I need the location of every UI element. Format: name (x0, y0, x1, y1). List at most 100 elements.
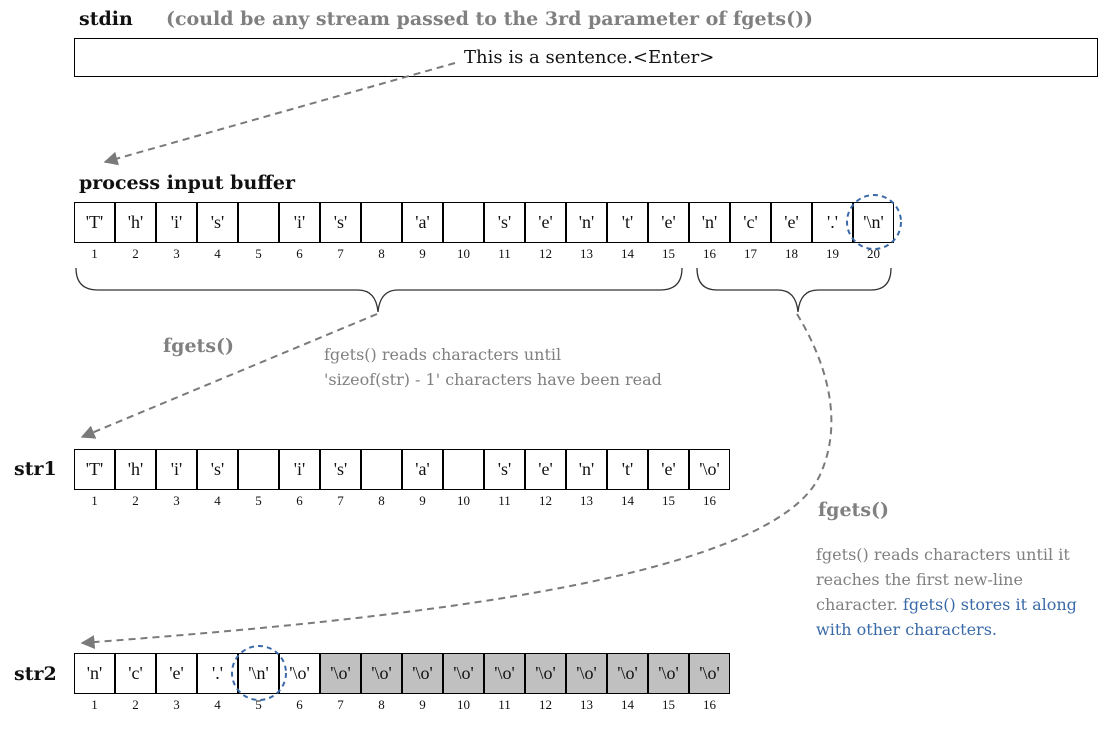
str2-cell: 'e' (156, 653, 197, 694)
buffer-cell: 's' (484, 202, 525, 243)
buffer-index-label: 18 (785, 246, 798, 261)
buffer-index-label: 14 (621, 246, 634, 261)
str2-index-label: 14 (621, 697, 634, 712)
str2-index-label: 10 (457, 697, 470, 712)
str1-index-label: 14 (621, 493, 634, 508)
str2-index-label: 7 (337, 697, 344, 712)
str2-cell: '\o' (525, 653, 566, 694)
str1-cell (443, 449, 484, 490)
buffer-cell: 's' (197, 202, 238, 243)
str1-cell: 'T' (74, 449, 115, 490)
str1-cell: 't' (607, 449, 648, 490)
str2-cell: '\o' (279, 653, 320, 694)
step1-description: fgets() reads characters until 'sizeof(s… (324, 342, 662, 392)
str1-index-label: 3 (173, 493, 180, 508)
buffer-index-label: 13 (580, 246, 593, 261)
arrow-buffer-to-str1 (80, 313, 378, 439)
buffer-cell: 'n' (566, 202, 607, 243)
str2-index-label: 9 (419, 697, 426, 712)
str1-cell: 'e' (525, 449, 566, 490)
str2-index-label: 12 (539, 697, 552, 712)
newline-highlight-buffer (846, 194, 902, 250)
step2-desc-line1: fgets() reads characters until it (816, 545, 1070, 564)
str2-label: str2 (14, 663, 57, 685)
str1-cell: 'i' (279, 449, 320, 490)
stdin-content: This is a sentence.<Enter> (464, 47, 715, 68)
buffer-cell: 'T' (74, 202, 115, 243)
brace-first-15 (75, 267, 683, 313)
buffer-cell: 's' (320, 202, 361, 243)
str1-index-label: 13 (580, 493, 593, 508)
str2-cell: '\o' (402, 653, 443, 694)
str1-index-label: 6 (296, 493, 303, 508)
step2-title: fgets() (818, 499, 889, 521)
buffer-cell: 'e' (771, 202, 812, 243)
step2-desc-line2: reaches the first new-line (816, 570, 1023, 589)
buffer-index-label: 7 (337, 246, 344, 261)
buffer-cell: 'c' (730, 202, 771, 243)
buffer-index-label: 11 (498, 246, 511, 261)
str1-index-label: 16 (703, 493, 716, 508)
str2-index-label: 16 (703, 697, 716, 712)
str1-cell: '\o' (689, 449, 730, 490)
buffer-cell: 'n' (689, 202, 730, 243)
str2-cell: '\n' (238, 653, 279, 694)
buffer-cell (361, 202, 402, 243)
str2-cell: 'c' (115, 653, 156, 694)
str2-index-label: 11 (498, 697, 511, 712)
str2-cell: '.' (197, 653, 238, 694)
buffer-cell: 'a' (402, 202, 443, 243)
str1-index-label: 10 (457, 493, 470, 508)
buffer-cell: 'e' (525, 202, 566, 243)
buffer-index-label: 16 (703, 246, 716, 261)
str1-index-label: 2 (132, 493, 139, 508)
str2-index-label: 8 (378, 697, 385, 712)
buffer-index-label: 5 (255, 246, 262, 261)
str1-index-label: 8 (378, 493, 385, 508)
buffer-index-label: 9 (419, 246, 426, 261)
step2-desc-line3-gray: character. (816, 595, 903, 614)
buffer-cell (238, 202, 279, 243)
str1-index-label: 5 (255, 493, 262, 508)
str2-cell: '\o' (648, 653, 689, 694)
buffer-cell: '\n' (853, 202, 894, 243)
str2-cell: '\o' (689, 653, 730, 694)
str1-index-label: 4 (214, 493, 221, 508)
stdin-stream-box (74, 38, 1098, 77)
buffer-index-label: 2 (132, 246, 139, 261)
buffer-index-label: 8 (378, 246, 385, 261)
str1-cell: 'i' (156, 449, 197, 490)
buffer-index-label: 12 (539, 246, 552, 261)
step2-desc-line3-blue: fgets() stores it along (902, 595, 1077, 614)
str2-index-label: 3 (173, 697, 180, 712)
str1-cell: 'h' (115, 449, 156, 490)
str2-index-label: 2 (132, 697, 139, 712)
buffer-index-label: 6 (296, 246, 303, 261)
newline-highlight-str2 (231, 645, 287, 701)
buffer-cell: 'i' (156, 202, 197, 243)
str2-cell: '\o' (607, 653, 648, 694)
buffer-cell: 'i' (279, 202, 320, 243)
str2-cell: '\o' (361, 653, 402, 694)
buffer-label: process input buffer (79, 172, 295, 194)
str2-index-label: 1 (91, 697, 98, 712)
buffer-index-label: 4 (214, 246, 221, 261)
str2-index-label: 4 (214, 697, 221, 712)
brace-last-5 (696, 267, 892, 313)
str1-index-label: 7 (337, 493, 344, 508)
step1-desc-line2: 'sizeof(str) - 1' characters have been r… (324, 370, 662, 389)
str2-cell: 'n' (74, 653, 115, 694)
str1-cell (361, 449, 402, 490)
buffer-index-label: 3 (173, 246, 180, 261)
buffer-index-label: 19 (826, 246, 839, 261)
buffer-cell: 'e' (648, 202, 689, 243)
str2-index-label: 13 (580, 697, 593, 712)
str1-label: str1 (14, 458, 57, 480)
buffer-cell: 't' (607, 202, 648, 243)
buffer-index-label: 17 (744, 246, 757, 261)
buffer-index-label: 15 (662, 246, 675, 261)
str2-cell: '\o' (443, 653, 484, 694)
str2-cell: '\o' (320, 653, 361, 694)
str1-index-label: 9 (419, 493, 426, 508)
